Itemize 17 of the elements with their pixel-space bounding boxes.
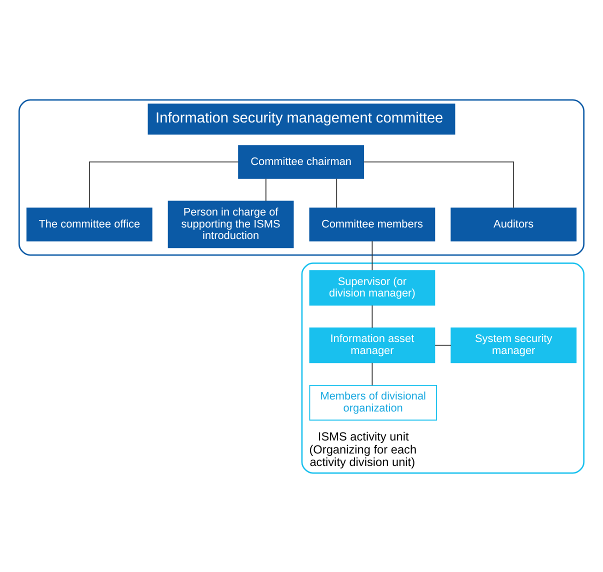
connector [434, 344, 452, 346]
connector [265, 178, 266, 202]
node-box: The committee office [26, 207, 152, 241]
connector [372, 362, 373, 386]
node-box: Information asset manager [309, 327, 436, 363]
node-box: Supervisor (or division manager) [309, 270, 436, 306]
node-box: System security manager [450, 327, 577, 363]
node-box: Auditors [450, 207, 577, 241]
node-box: Members of divisional organization [309, 384, 437, 420]
connector [363, 161, 514, 208]
connector [372, 304, 373, 328]
node-box: Committee members [309, 207, 436, 241]
node-box: Person in charge of supporting the ISMS introduction [168, 200, 294, 248]
connector [372, 240, 373, 270]
connector [336, 178, 338, 208]
node-box: Committee chairman [238, 144, 364, 178]
connector [88, 161, 239, 208]
